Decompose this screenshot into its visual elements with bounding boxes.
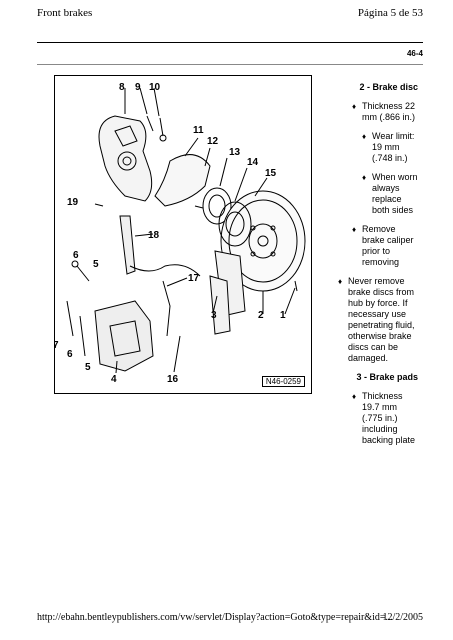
figure-reference: N46-0259 bbox=[261, 376, 305, 387]
callout-18: 18 bbox=[148, 230, 160, 241]
callout-9: 9 bbox=[135, 82, 141, 93]
item-2-title: 2 - Brake disc bbox=[359, 82, 418, 92]
item-2-replace-note: ♦ When worn always replace both sides bbox=[330, 172, 418, 216]
callout-17: 17 bbox=[188, 273, 200, 284]
section-rule bbox=[37, 64, 423, 65]
bullet-diamond-icon: ♦ bbox=[362, 173, 367, 182]
callout-8: 8 bbox=[119, 82, 125, 93]
callout-5-lower: 5 bbox=[85, 362, 91, 373]
item-2-wear-limit: ♦ Wear limit: 19 mm (.748 in.) bbox=[330, 131, 418, 164]
callout-5-upper: 5 bbox=[93, 259, 99, 270]
callout-16: 16 bbox=[167, 374, 179, 385]
item-2-wear-limit-text: Wear limit: 19 mm (.748 in.) bbox=[372, 131, 415, 163]
bullet-diamond-icon: ♦ bbox=[338, 277, 343, 286]
item-3-title: 3 - Brake pads bbox=[356, 372, 418, 382]
item-2-remove-caliper: ♦ Remove brake caliper prior to removing bbox=[330, 224, 418, 268]
callout-7: 7 bbox=[55, 340, 59, 351]
callout-11: 11 bbox=[193, 125, 204, 136]
callout-1: 1 bbox=[280, 310, 286, 321]
callout-2: 2 bbox=[258, 310, 264, 321]
item-2-never-remove: ♦ Never remove brake discs from hub by f… bbox=[330, 276, 418, 364]
callout-14: 14 bbox=[247, 157, 259, 168]
callout-10: 10 bbox=[149, 82, 161, 93]
page-counter: Página 5 de 53 bbox=[357, 7, 423, 19]
header-title: Front brakes bbox=[37, 7, 93, 19]
item-3-thickness-text: Thickness 19.7 mm (.775 in.) including b… bbox=[362, 391, 416, 445]
callout-6-lower: 6 bbox=[67, 349, 73, 360]
callout-12: 12 bbox=[207, 136, 219, 147]
bullet-diamond-icon: ♦ bbox=[352, 102, 357, 111]
callout-3: 3 bbox=[211, 310, 217, 321]
callout-15: 15 bbox=[265, 168, 277, 179]
bullet-diamond-icon: ♦ bbox=[352, 392, 357, 401]
item-2-thickness-text: Thickness 22 mm (.866 in.) bbox=[362, 101, 416, 122]
parts-description-column: 2 - Brake disc ♦ Thickness 22 mm (.866 i… bbox=[330, 82, 418, 454]
print-date: 12/2/2005 bbox=[382, 612, 423, 623]
source-url-link[interactable]: http://ebahn.bentleypublishers.com/vw/se… bbox=[37, 612, 394, 623]
exploded-view-drawing: 8 9 10 11 12 13 14 15 19 18 17 3 2 1 7 4… bbox=[55, 82, 306, 385]
bullet-diamond-icon: ♦ bbox=[362, 132, 367, 141]
callout-13: 13 bbox=[229, 147, 241, 158]
item-3-thickness: ♦ Thickness 19.7 mm (.775 in.) including… bbox=[330, 391, 418, 446]
section-page-id: 46-4 bbox=[406, 49, 423, 58]
callout-4: 4 bbox=[111, 374, 117, 385]
callout-19: 19 bbox=[67, 197, 79, 208]
item-2-never-remove-text: Never remove brake discs from hub by for… bbox=[348, 276, 415, 363]
header-rule bbox=[37, 42, 423, 43]
callout-6-upper: 6 bbox=[73, 250, 79, 261]
brake-assembly-diagram: 8 9 10 11 12 13 14 15 19 18 17 3 2 1 7 4… bbox=[54, 75, 312, 394]
item-2-replace-note-text: When worn always replace both sides bbox=[372, 172, 418, 215]
bullet-diamond-icon: ♦ bbox=[352, 225, 357, 234]
item-2-remove-caliper-text: Remove brake caliper prior to removing bbox=[362, 224, 414, 267]
item-2-thickness: ♦ Thickness 22 mm (.866 in.) bbox=[330, 101, 418, 123]
